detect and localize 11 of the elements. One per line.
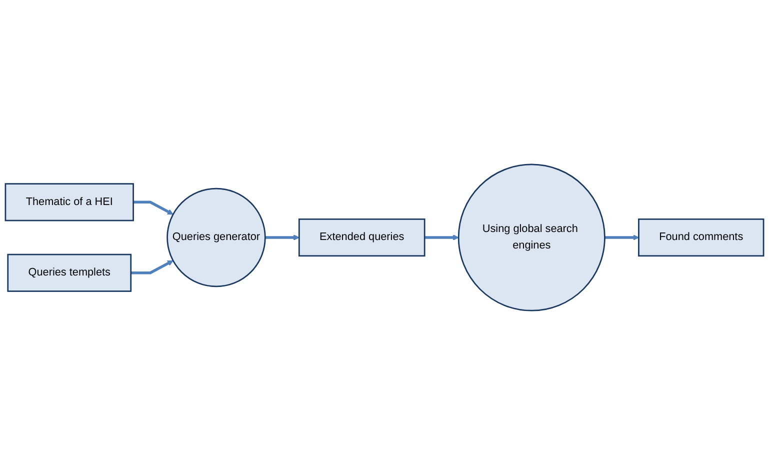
node-box: Thematic of a HEI (4, 183, 134, 222)
node-box: Extended queries (298, 218, 426, 257)
arrow (130, 260, 174, 274)
arrow (265, 234, 300, 240)
node-box: Found comments (638, 218, 764, 257)
node-box: Queries templets (7, 254, 132, 292)
arrow (604, 234, 639, 240)
node-circle: Queries generator (166, 188, 266, 288)
arrow (133, 200, 174, 215)
node-circle: Using global search engines (458, 164, 606, 312)
arrow (424, 234, 459, 240)
